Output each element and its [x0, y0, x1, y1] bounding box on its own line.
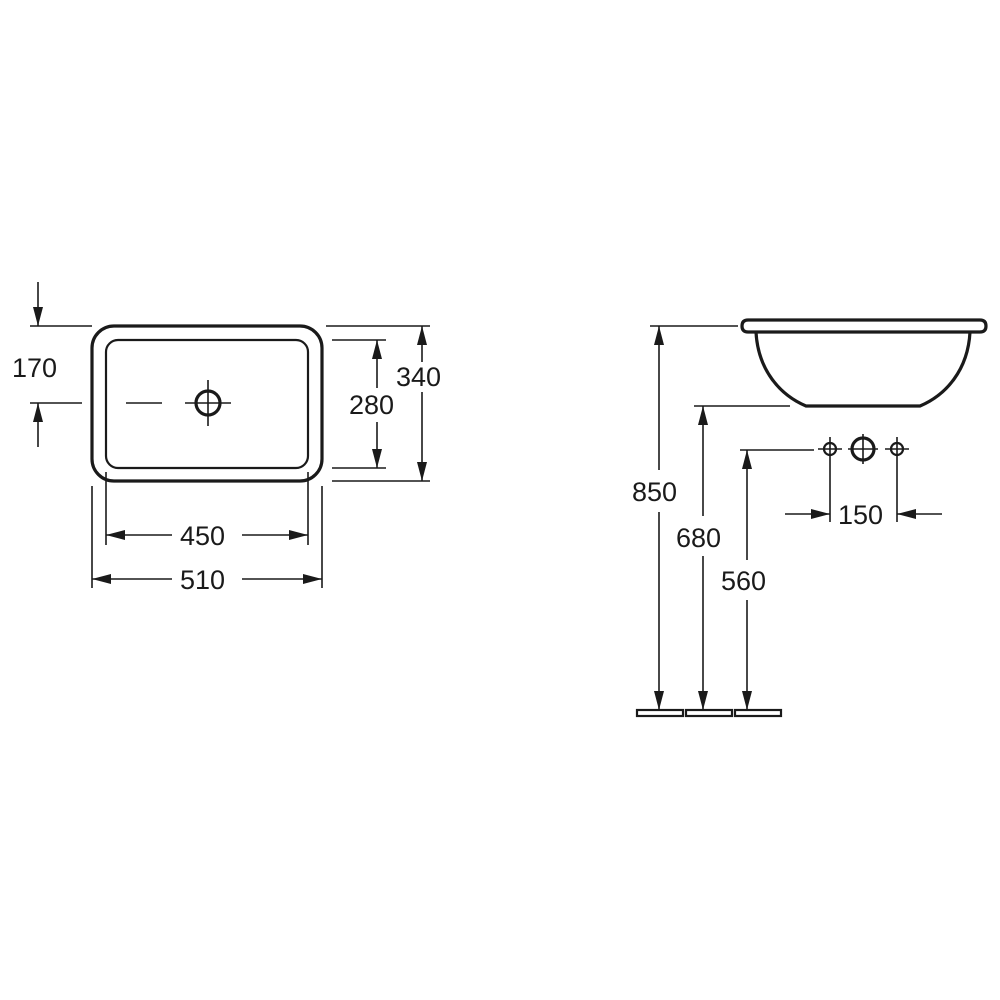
dim-rim-height: 850: [632, 325, 738, 710]
dim-outer-width: 510: [91, 486, 323, 595]
dim-tap-height-label: 560: [721, 566, 766, 596]
tap-holes: [818, 434, 909, 464]
dim-outer-depth-label: 340: [396, 362, 441, 392]
basin-section: [740, 318, 988, 408]
tap-hole-right: [885, 437, 909, 461]
dim-outer-width-label: 510: [180, 565, 225, 595]
tap-hole-center: [848, 434, 878, 464]
tap-hole-left: [818, 437, 842, 461]
basin-inner-outline: [104, 338, 310, 470]
dim-inner-width-label: 450: [180, 521, 225, 551]
dim-drain-offset: 170: [12, 282, 92, 447]
drain-symbol: [126, 380, 231, 426]
dim-bottom-height: 680: [676, 405, 790, 710]
dim-drain-offset-label: 170: [12, 353, 57, 383]
dim-outer-depth: 340: [326, 325, 441, 482]
dim-tap-height: 560: [721, 449, 814, 710]
dim-tap-spacing: 150: [785, 461, 942, 530]
dim-rim-height-label: 850: [632, 477, 677, 507]
dim-inner-depth-label: 280: [349, 390, 394, 420]
dim-bottom-height-label: 680: [676, 523, 721, 553]
plan-view: 170 450 510: [12, 282, 441, 595]
side-view: 850 680 560: [632, 318, 988, 718]
dim-inner-width: 450: [105, 472, 309, 551]
dim-tap-spacing-label: 150: [838, 500, 883, 530]
basin-outer-outline: [90, 324, 324, 483]
dim-inner-depth: 280: [332, 339, 394, 469]
floor-blocks: [635, 708, 783, 718]
